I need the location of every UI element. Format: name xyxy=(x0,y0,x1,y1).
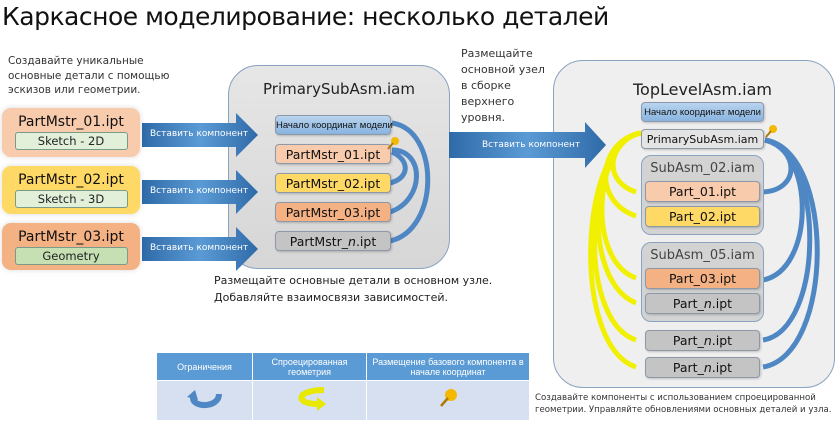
insert-arrow-1 xyxy=(142,113,258,157)
part-name: PartMstr_01.ipt xyxy=(18,114,124,130)
pushpin-icon xyxy=(440,389,457,407)
part-source: Sketch - 3D xyxy=(14,190,128,208)
note-line: Размещайте xyxy=(461,47,533,60)
part: Part_02.ipt xyxy=(645,206,760,227)
part-card: PartMstr_02.ipt Sketch - 3D xyxy=(2,166,140,214)
text: .ipt xyxy=(711,360,733,375)
top-level-title: TopLevelAsm.iam xyxy=(632,80,773,99)
legend-header: Ограничения xyxy=(157,353,252,380)
note-line: Размещайте основные детали в основном уз… xyxy=(214,274,493,287)
part-name: PartMstr_03.ipt xyxy=(18,229,124,245)
legend-header: Размещение базового компонента в начале … xyxy=(367,353,529,380)
primary-part: PartMstr_03.ipt xyxy=(275,202,391,222)
text: Part_ xyxy=(672,360,704,375)
text: PartMstr_ xyxy=(289,234,349,249)
part: Part_03.ipt xyxy=(645,268,760,289)
note-line: основной узел xyxy=(461,63,545,76)
note-line: геометрии. Управляйте обновлениями основ… xyxy=(535,405,832,415)
primary-part: PartMstr_02.ipt xyxy=(275,173,391,193)
note-line: в сборке xyxy=(461,79,511,92)
note-line: Создавайте компоненты с использованием с… xyxy=(535,393,816,403)
text: .ipt xyxy=(355,234,377,249)
note-line: уровня. xyxy=(461,111,506,124)
note-line: основные детали с помощью xyxy=(8,69,170,82)
note-line: Добавляйте взаимосвязи зависимостей. xyxy=(214,291,449,304)
primary-part: PartMstr_01.ipt xyxy=(275,144,391,164)
blue-curved-arrow-icon xyxy=(186,390,222,408)
primary-subasm-title: PrimarySubAsm.iam xyxy=(263,80,415,98)
note-line: Создавайте уникальные xyxy=(8,55,144,67)
text: n xyxy=(703,296,712,311)
part-source: Sketch - 2D xyxy=(14,132,128,150)
primary-subasm-instance: PrimarySubAsm.iam xyxy=(641,129,764,149)
text: Part_ xyxy=(672,296,704,311)
legend-cell xyxy=(157,381,252,420)
part: Part_01.ipt xyxy=(645,181,760,202)
text: Part_ xyxy=(672,333,704,348)
part-n: Part_n.ipt xyxy=(645,357,760,378)
text: .ipt xyxy=(711,333,733,348)
page-title: Каркасное моделирование: несколько детал… xyxy=(2,2,609,31)
primary-part-n: PartMstr_n.ipt xyxy=(275,231,391,251)
part-n: Part_n.ipt xyxy=(645,293,760,314)
model-origin: Начало координат модели xyxy=(641,102,764,122)
legend-cell xyxy=(253,381,366,420)
insert-component-label: Вставить компонент xyxy=(150,129,249,139)
part-card: PartMstr_03.ipt Geometry xyxy=(2,223,140,270)
text: n xyxy=(703,333,712,348)
subasm-title: SubAsm_05.iam xyxy=(650,248,755,263)
primary-note: Размещайте основные детали в основном уз… xyxy=(214,272,492,306)
part-source: Geometry xyxy=(14,247,128,265)
top-note: Создавайте компоненты с использованием с… xyxy=(535,392,832,416)
text: n xyxy=(703,360,712,375)
insert-arrow-2 xyxy=(142,170,258,214)
model-origin: Начало координат модели xyxy=(275,115,393,135)
pushpin-icon xyxy=(765,125,777,138)
yellow-curved-arrow-icon xyxy=(297,387,326,411)
pushpin-icon xyxy=(387,137,399,150)
note-line: верхнего xyxy=(461,95,515,108)
middle-note: Размещайте основной узел в сборке верхне… xyxy=(461,46,545,126)
part-name: PartMstr_02.ipt xyxy=(18,172,124,188)
insert-arrow-3 xyxy=(142,227,258,271)
legend-header: Спроецированная геометрия xyxy=(253,353,366,380)
insert-arrow-shapes xyxy=(142,113,606,271)
constraint-arrows xyxy=(389,120,820,370)
text: .ipt xyxy=(711,296,733,311)
insert-component-label: Вставить компонент xyxy=(150,186,249,196)
insert-arrow-top xyxy=(449,122,606,168)
subasm-title: SubAsm_02.iam xyxy=(650,161,755,176)
insert-component-label: Вставить компонент xyxy=(482,140,581,150)
projected-geometry-arrows xyxy=(588,130,642,370)
part-card: PartMstr_01.ipt Sketch - 2D xyxy=(2,108,140,157)
text: n xyxy=(348,234,356,249)
insert-component-label: Вставить компонент xyxy=(150,243,249,253)
left-note: Создавайте уникальные основные детали с … xyxy=(8,54,169,98)
part-n: Part_n.ipt xyxy=(645,330,760,351)
note-line: эскизов или геометрии. xyxy=(8,84,141,96)
legend-cell xyxy=(367,381,529,420)
